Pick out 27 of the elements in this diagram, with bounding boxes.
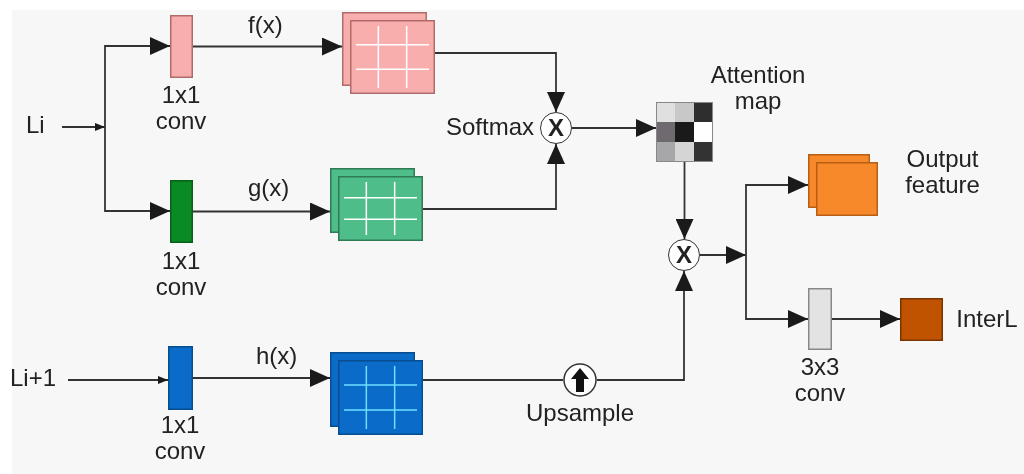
operation-label: Softmax [444, 114, 534, 140]
arrow [675, 161, 694, 240]
arrow [745, 176, 809, 256]
node-label: Output feature [904, 146, 981, 198]
input-label: Li+1 [10, 365, 57, 391]
node-label: InterL [955, 306, 1019, 332]
node-label: 1x1 conv [154, 248, 208, 300]
arrow [104, 37, 171, 128]
node-label: 1x1 conv [154, 82, 208, 134]
input-label: Li [26, 112, 45, 138]
arrow [104, 126, 171, 220]
arrow [192, 37, 343, 56]
operation-label: Upsample [524, 400, 635, 426]
arrow [831, 310, 901, 328]
arrow [422, 143, 565, 210]
node-label: 1x1 conv [153, 412, 207, 464]
connector-trunk [699, 246, 747, 264]
connector-trunk [61, 123, 106, 131]
node-label: Attention map [709, 62, 807, 114]
node-label: 3x3 conv [793, 354, 847, 406]
arrow [745, 254, 809, 328]
arrow [192, 369, 331, 387]
arrow [67, 376, 169, 384]
arrow [192, 202, 331, 221]
arrow [571, 119, 657, 137]
arrow [434, 52, 565, 113]
arrow [596, 270, 693, 381]
